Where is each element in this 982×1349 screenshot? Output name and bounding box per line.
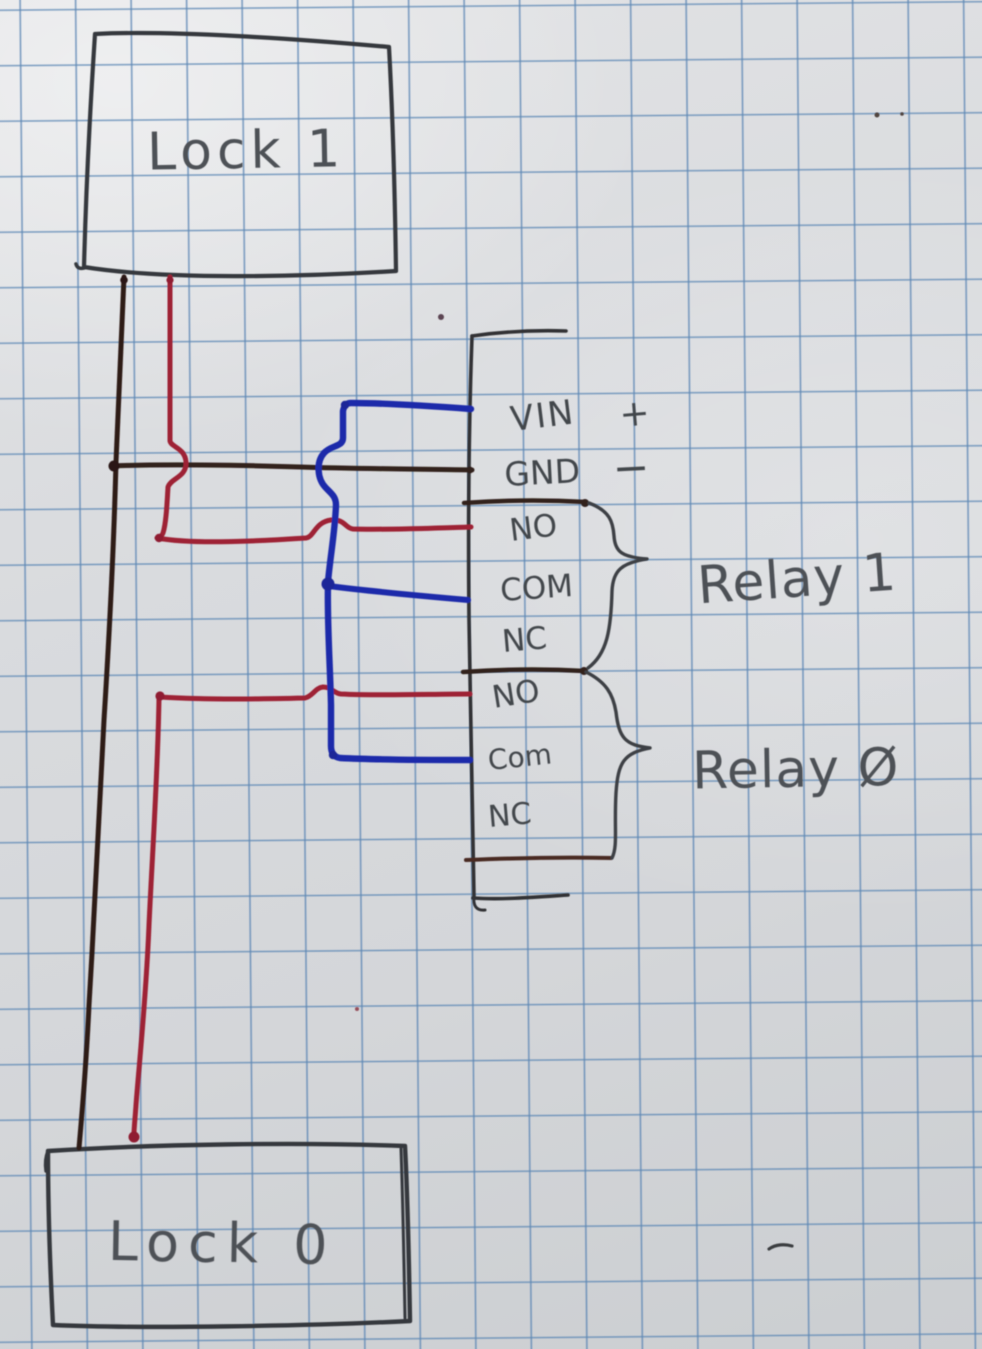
relay-separator-middle — [460, 667, 588, 675]
grid-line-horizontal — [0, 278, 982, 289]
grid-line-horizontal — [0, 333, 982, 345]
grid-line-vertical — [685, 0, 699, 1349]
relay-box-bottom-edge — [471, 893, 570, 901]
ground-wire-top-blob — [120, 276, 128, 284]
relay1-brace — [586, 501, 649, 670]
grid-line-vertical — [907, 0, 921, 1349]
relay0-label: Relay Ø — [692, 738, 900, 802]
pin-annotation-plus: + — [618, 392, 652, 435]
stray-dash — [767, 1243, 794, 1251]
blue-branch-com1 — [326, 583, 471, 603]
lock1-label: Lock 1 — [147, 119, 346, 182]
grid-line-vertical — [241, 0, 255, 1349]
grid-line-horizontal — [0, 944, 982, 955]
lock0-red-wire-horizontal — [157, 684, 473, 702]
relay0-brace — [584, 670, 652, 860]
grid-line-vertical — [629, 0, 644, 1349]
grid-line-horizontal — [0, 167, 982, 178]
pin-label-no0: NO — [490, 673, 543, 716]
speck-dot-2 — [900, 112, 904, 116]
relay-separator-bottom — [464, 855, 613, 862]
grid-line-horizontal — [0, 1166, 982, 1177]
grid-line-vertical — [130, 0, 144, 1349]
lock0-label: Lock 0 — [107, 1210, 337, 1277]
lock0-red-wire-vertical — [131, 694, 162, 1137]
lock0-box-double-edge — [399, 1147, 407, 1320]
lock0-box — [45, 1141, 413, 1330]
blue-junction-dot — [321, 577, 335, 591]
lock1-red-top-blob — [166, 276, 174, 284]
speck-dot-4 — [355, 1007, 359, 1011]
pin-label-com0: Com — [486, 737, 553, 777]
grid-line-horizontal — [0, 611, 982, 622]
relay-separator-top-blob — [581, 499, 589, 507]
grid-line-horizontal — [0, 1277, 982, 1288]
grid-line-horizontal — [0, 777, 982, 789]
ground-wire-to-gnd-pin — [109, 462, 475, 473]
lock1-red-wire — [154, 274, 474, 545]
pin-label-nc0: NC — [487, 796, 533, 835]
grid-line-vertical — [796, 0, 810, 1349]
grid-line-vertical — [518, 0, 533, 1349]
pin-annotation-minus: − — [611, 442, 650, 495]
grid-line-vertical — [740, 0, 755, 1349]
relay-box-left-edge — [466, 334, 476, 899]
grid-line-horizontal — [0, 500, 982, 511]
relay-box-top-edge — [470, 328, 568, 338]
pin-label-no1: NO — [508, 507, 560, 549]
grid-line-horizontal — [0, 0, 982, 12]
grid-line-horizontal — [0, 1055, 982, 1066]
grid-line-horizontal — [0, 1332, 982, 1344]
speck-dot-3 — [438, 314, 444, 320]
blue-power-wire — [315, 399, 475, 764]
grid-line-vertical — [851, 0, 866, 1349]
grid-line-horizontal — [0, 722, 982, 733]
grid-line-horizontal — [0, 389, 982, 400]
grid-line-horizontal — [0, 833, 982, 844]
lock1-box-corner-stroke — [74, 262, 86, 271]
pin-label-nc1: NC — [501, 620, 549, 660]
pin-label-com1: COM — [499, 568, 574, 609]
relay-separator-top — [461, 498, 589, 506]
ground-junction-dot — [108, 460, 120, 472]
grid-line-horizontal — [0, 999, 982, 1011]
grid-line-horizontal — [0, 1110, 982, 1122]
pin-label-vin: VIN — [508, 392, 577, 440]
ground-wire-vertical — [76, 274, 127, 1151]
grid-line-horizontal — [0, 555, 982, 567]
grid-line-horizontal — [0, 1221, 982, 1233]
grid-line-vertical — [74, 0, 89, 1349]
grid-line-vertical — [185, 0, 200, 1349]
grid-line-vertical — [407, 0, 422, 1349]
grid-line-horizontal — [0, 56, 982, 67]
grid-line-vertical — [19, 0, 33, 1349]
lock1-box — [81, 30, 399, 279]
grid-line-horizontal — [0, 111, 982, 123]
blue-top-corner-blob — [340, 400, 350, 410]
relay-box-bottom-hook — [472, 895, 487, 912]
gnd-pin-blob — [466, 466, 474, 474]
lock0-box-corner-stroke — [43, 1149, 50, 1173]
grid-line-vertical — [352, 0, 366, 1349]
relay1-label: Relay 1 — [695, 543, 898, 617]
speck-dot-1 — [874, 112, 880, 118]
pin-label-gnd: GND — [503, 451, 581, 494]
lock0-red-corner-blob — [155, 691, 165, 701]
grid-line-horizontal — [0, 444, 982, 456]
lock1-red-corner-blob — [154, 533, 164, 543]
grid-line-vertical — [962, 0, 977, 1349]
lock0-red-end-blob — [128, 1131, 140, 1143]
grid-line-vertical — [296, 0, 311, 1349]
grid-line-horizontal — [0, 222, 982, 234]
blue-bottom-corner-blob — [328, 750, 338, 760]
grid-line-vertical — [574, 0, 588, 1349]
